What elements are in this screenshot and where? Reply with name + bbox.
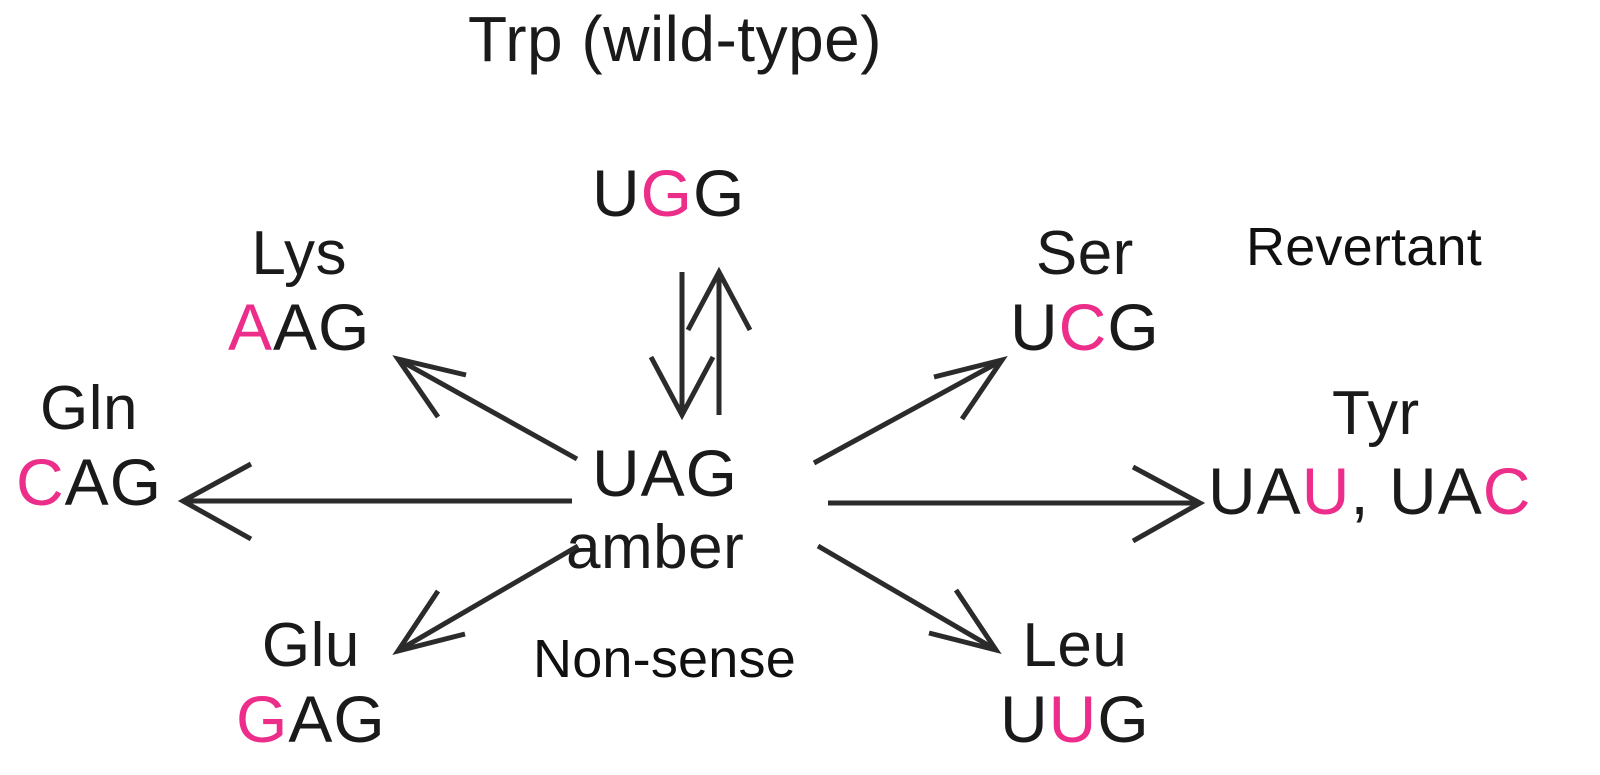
wildtype-codon-highlight: G [640,156,694,230]
node-gln: Gln CAG [16,373,162,520]
node-ser-codon-pre: U [1010,290,1059,364]
center-codon: UAG [592,436,739,510]
node-ser-codon-post: G [1107,290,1160,364]
node-leu-codon-highlight: U [1048,682,1098,756]
wildtype-codon-post: G [693,156,746,230]
node-leu-codon-post: G [1097,682,1150,756]
node-gln-amino-acid: Gln [40,374,138,443]
node-lys-amino-acid: Lys [251,219,348,288]
node-tyr-codon-b-highlight: C [1482,454,1532,528]
node-leu-codon-pre: U [1000,682,1049,756]
node-ser-amino-acid: Ser [1035,219,1134,288]
arrow-up-uag-to-ugg [685,266,753,415]
arrow-downright-to-leu [816,543,1002,655]
node-leu: Leu UUG [1000,610,1150,757]
node-glu: Glu GAG [236,610,386,757]
node-ser-codon: UCG [1010,289,1160,365]
node-lys: Lys AAG [228,218,370,365]
node-glu-codon-highlight: G [236,682,289,756]
arrow-upleft-to-lys [392,355,579,462]
node-tyr-amino-acid: Tyr [1332,379,1420,448]
arrow-right-to-tyr [828,464,1206,544]
node-tyr-codon-separator: , [1350,454,1390,528]
node-lys-codon: AAG [228,289,370,365]
node-gln-codon-highlight: C [16,445,65,519]
node-tyr-codon-b-pre: UA [1389,454,1483,528]
arrow-upright-to-ser [812,355,1008,466]
node-ser-codon-highlight: C [1058,290,1108,364]
node-leu-amino-acid: Leu [1022,611,1128,680]
arrow-down-ugg-to-uag [648,272,716,421]
node-lys-codon-post: AG [273,290,371,364]
wildtype-codon: UGG [592,159,745,228]
node-ser: Ser UCG [1010,218,1160,365]
node-glu-codon: GAG [236,681,386,757]
node-leu-codon: UUG [1000,681,1150,757]
node-lys-codon-highlight: A [228,290,274,364]
wildtype-codon-pre: U [592,156,641,230]
node-gln-codon: CAG [16,444,162,520]
page-title: Trp (wild-type) [468,3,883,75]
annotation-nonsense: Non-sense [533,629,796,689]
node-tyr-codon-a-highlight: U [1301,454,1351,528]
node-tyr-codon-a-pre: UA [1208,454,1302,528]
arrow-left-to-gln [177,461,572,542]
node-glu-amino-acid: Glu [261,611,360,680]
node-glu-codon-post: AG [288,682,386,756]
node-tyr-codon: UAU, UAC [1208,457,1531,526]
annotation-revertant: Revertant [1246,217,1482,277]
center-label: amber [566,513,745,582]
node-gln-codon-post: AG [64,445,163,519]
